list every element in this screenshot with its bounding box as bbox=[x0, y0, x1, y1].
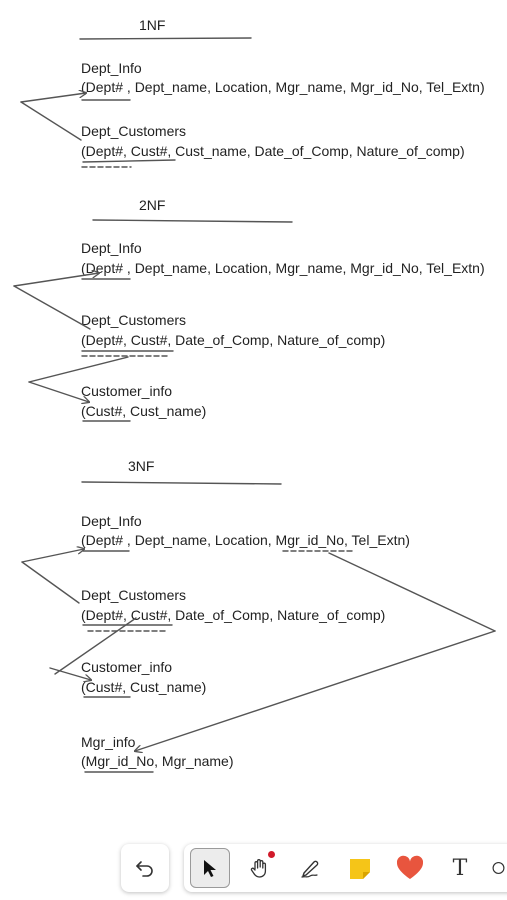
undo-button[interactable] bbox=[121, 844, 169, 892]
pen-tool-button[interactable] bbox=[290, 848, 330, 888]
section-heading-1nf: 1NF bbox=[139, 17, 166, 33]
table-columns-dept-customers-2nf: (Dept#, Cust#, Date_of_Comp, Nature_of_c… bbox=[81, 332, 386, 348]
table-columns-dept-info-1nf: (Dept# , Dept_name, Location, Mgr_name, … bbox=[81, 79, 485, 95]
relation-line-3nf-a bbox=[21, 561, 80, 604]
notification-dot bbox=[268, 851, 275, 858]
relation-line-2nf-a bbox=[13, 285, 91, 330]
sticky-note-tool-button[interactable] bbox=[340, 848, 380, 888]
undo-icon bbox=[136, 861, 153, 877]
text-icon: T bbox=[452, 855, 468, 881]
relation-line-2nf-b bbox=[28, 356, 129, 383]
table-name-mgr-info-3nf: Mgr_info bbox=[81, 734, 136, 750]
heart-icon bbox=[396, 855, 424, 879]
table-name-dept-customers-2nf: Dept_Customers bbox=[81, 312, 187, 328]
table-name-customer-info-3nf: Customer_info bbox=[81, 659, 173, 675]
table-columns-customer-info-2nf: (Cust#, Cust_name) bbox=[81, 403, 207, 419]
shape-icon bbox=[492, 862, 505, 874]
table-columns-dept-info-3nf: (Dept# , Dept_name, Location, Mgr_id_No,… bbox=[81, 532, 410, 548]
text-tool-button[interactable]: T bbox=[440, 848, 480, 888]
pen-icon bbox=[301, 860, 319, 878]
table-name-customer-info-2nf: Customer_info bbox=[81, 383, 173, 399]
pan-tool-button[interactable] bbox=[240, 848, 280, 888]
heading-underline-1nf bbox=[79, 37, 252, 40]
shapes-tool-button[interactable] bbox=[490, 848, 507, 888]
table-columns-dept-customers-3nf: (Dept#, Cust#, Date_of_Comp, Nature_of_c… bbox=[81, 607, 386, 623]
select-tool-button[interactable] bbox=[190, 848, 230, 888]
table-name-dept-info-3nf: Dept_Info bbox=[81, 513, 142, 529]
heading-underline-3nf bbox=[81, 481, 282, 485]
reaction-tool-button[interactable] bbox=[390, 848, 430, 888]
relation-arrow-2nf-b bbox=[28, 381, 89, 402]
drawing-toolbar: T bbox=[184, 844, 507, 892]
table-columns-mgr-info-3nf: (Mgr_id_No, Mgr_name) bbox=[81, 753, 234, 769]
section-heading-3nf: 3NF bbox=[128, 458, 155, 474]
table-columns-dept-customers-1nf: (Dept#, Cust#, Cust_name, Date_of_Comp, … bbox=[81, 143, 465, 159]
section-heading-2nf: 2NF bbox=[139, 197, 166, 213]
table-columns-customer-info-3nf: (Cust#, Cust_name) bbox=[81, 679, 207, 695]
table-columns-dept-info-2nf: (Dept# , Dept_name, Location, Mgr_name, … bbox=[81, 260, 485, 276]
table-name-dept-customers-3nf: Dept_Customers bbox=[81, 587, 187, 603]
relation-arrow-3nf-a bbox=[21, 549, 84, 563]
relation-arrow-1nf bbox=[20, 93, 86, 103]
pk-underline-dept-customers-1nf bbox=[82, 159, 176, 163]
sticky-note-icon bbox=[350, 859, 370, 879]
heading-underline-2nf bbox=[92, 219, 293, 223]
pointer-arrow-icon bbox=[204, 860, 216, 877]
table-name-dept-info-1nf: Dept_Info bbox=[81, 60, 142, 76]
relation-line-1nf bbox=[20, 101, 82, 141]
table-name-dept-info-2nf: Dept_Info bbox=[81, 240, 142, 256]
hand-icon bbox=[250, 859, 267, 878]
table-name-dept-customers-1nf: Dept_Customers bbox=[81, 123, 187, 139]
